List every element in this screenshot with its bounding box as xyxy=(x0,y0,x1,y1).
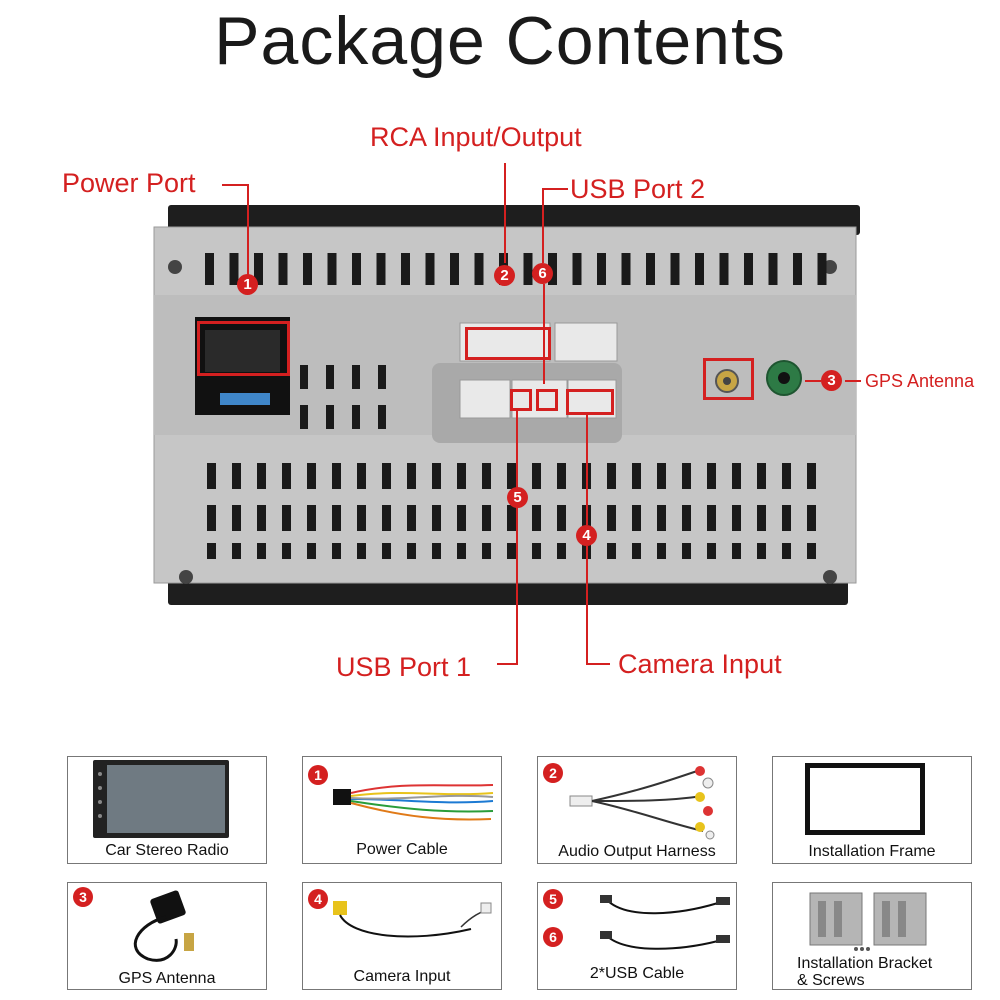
item-badge-2: 6 xyxy=(543,927,563,947)
usb-cables-image xyxy=(600,895,730,950)
item-audio-output-harness: 2 Audio Output Harness xyxy=(537,756,737,864)
camera-port-highlight xyxy=(566,389,614,415)
item-label: Installation Frame xyxy=(808,843,936,860)
item-power-cable: 1 Power Cable xyxy=(302,756,502,864)
item-badge: 5 xyxy=(543,889,563,909)
item-installation-bracket: Installation Bracket & Screws xyxy=(772,882,972,990)
item-gps-antenna: 3 GPS Antenna xyxy=(67,882,267,990)
usb-port-2-highlight xyxy=(536,389,558,411)
usb-port-1-highlight xyxy=(510,389,532,411)
power-port-callout-label: Power Port xyxy=(62,168,196,198)
usb-port-2-callout-label: USB Port 2 xyxy=(570,174,706,204)
badge-usb1: 5 xyxy=(507,487,528,508)
item-badge: 2 xyxy=(543,763,563,783)
usb-port-1-callout-label: USB Port 1 xyxy=(336,652,472,682)
page-title: Package Contents xyxy=(214,3,786,79)
badge-camera: 4 xyxy=(576,525,597,546)
item-badge: 4 xyxy=(308,889,328,909)
camera-cable-image xyxy=(333,901,492,938)
item-label: Audio Output Harness xyxy=(558,843,716,860)
badge-gps: 3 xyxy=(821,370,842,391)
gps-callout-label: GPS Antenna xyxy=(865,371,975,391)
item-label: 2*USB Cable xyxy=(589,965,685,982)
item-label: GPS Antenna xyxy=(118,970,216,987)
item-label-2: & Screws xyxy=(797,972,865,989)
item-installation-frame: Installation Frame xyxy=(772,756,972,864)
item-label: Power Cable xyxy=(356,841,448,858)
radio-back-panel-image xyxy=(153,205,860,605)
installation-bracket-image xyxy=(809,892,927,951)
power-cable-image xyxy=(333,784,494,821)
rca-callout-label: RCA Input/Output xyxy=(370,122,582,152)
item-label: Installation Bracket xyxy=(797,955,933,972)
gps-antenna-image xyxy=(133,890,194,962)
rca-port-highlight xyxy=(465,327,551,360)
item-badge: 3 xyxy=(73,887,93,907)
item-car-stereo-radio: Car Stereo Radio xyxy=(67,756,267,864)
audio-harness-image xyxy=(569,766,715,840)
item-label: Car Stereo Radio xyxy=(105,842,229,859)
car-stereo-radio-image xyxy=(93,760,229,838)
badge-rca: 2 xyxy=(494,265,515,286)
gps-port-highlight xyxy=(703,358,754,400)
camera-callout-label: Camera Input xyxy=(618,649,782,679)
badge-usb2: 6 xyxy=(532,263,553,284)
item-usb-cable: 5 6 2*USB Cable xyxy=(537,882,737,990)
installation-frame-image xyxy=(805,763,925,835)
item-badge: 1 xyxy=(308,765,328,785)
item-camera-input: 4 Camera Input xyxy=(302,882,502,990)
power-port-highlight xyxy=(197,321,290,376)
item-label: Camera Input xyxy=(353,968,451,985)
badge-power: 1 xyxy=(237,274,258,295)
